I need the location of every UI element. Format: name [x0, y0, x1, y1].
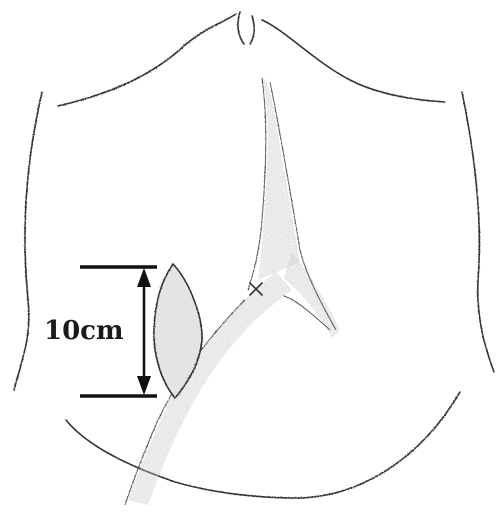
right-shoulder-line: [262, 20, 445, 102]
lower-abdomen-line: [66, 392, 460, 498]
neck-notch-line-left: [238, 12, 244, 44]
vessel-structure: [125, 78, 340, 505]
right-flank-line: [462, 92, 494, 372]
arrow-up-icon: [137, 268, 151, 287]
left-flank-line: [14, 92, 42, 390]
arrow-down-icon: [137, 376, 151, 395]
neck-notch-line-right: [250, 16, 254, 44]
vessel-right-branch: [284, 252, 340, 338]
measurement-label: 10cm: [44, 316, 124, 346]
vessel-left-branch: [128, 272, 292, 505]
torso-outline: [14, 12, 494, 498]
left-shoulder-line: [58, 14, 236, 106]
